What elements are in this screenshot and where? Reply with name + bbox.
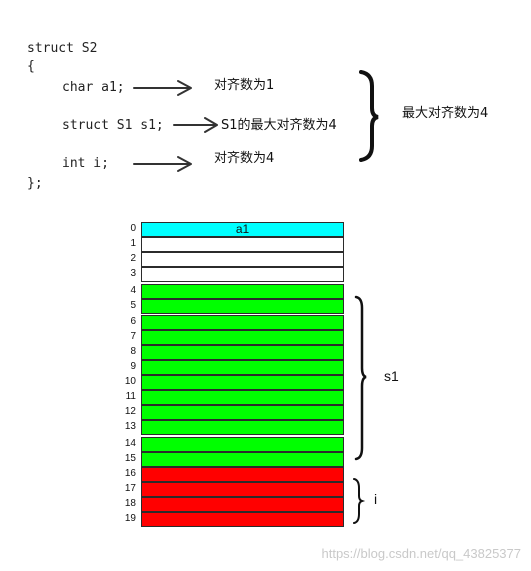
memory-cell-s1 — [141, 375, 344, 390]
memory-cell-s1 — [141, 315, 344, 330]
memory-cell-s1 — [141, 284, 344, 299]
memory-cell-a1: a1 — [141, 222, 344, 237]
code-field-s1: struct S1 s1; — [62, 118, 164, 133]
row-index-label: 0 — [130, 223, 136, 234]
memory-cell-padding — [141, 252, 344, 267]
row-index-label: 11 — [125, 391, 136, 402]
group-label-i: i — [374, 491, 378, 507]
row-index-label: 16 — [124, 468, 136, 479]
arrow-s1-icon — [173, 117, 218, 133]
row-index-label: 12 — [124, 406, 136, 417]
row-index-label: 19 — [124, 513, 136, 524]
row-index-label: 7 — [130, 331, 136, 342]
memory-cell-s1 — [141, 330, 344, 345]
memory-cell-s1 — [141, 452, 344, 467]
row-index-label: 10 — [124, 376, 136, 387]
memory-cell-s1 — [141, 405, 344, 420]
memory-cell-s1 — [141, 360, 344, 375]
memory-cell-i — [141, 482, 344, 497]
row-index-label: 4 — [130, 285, 136, 296]
row-index-label: 17 — [124, 483, 136, 494]
code-field-i: int i; — [62, 156, 109, 171]
note-s1-alignment: S1的最大对齐数为4 — [221, 118, 337, 133]
row-index-label: 3 — [130, 268, 136, 279]
cell-label-a1: a1 — [235, 222, 250, 236]
note-i-alignment: 对齐数为4 — [214, 151, 275, 166]
row-index-label: 5 — [130, 300, 136, 311]
row-index-label: 18 — [124, 498, 136, 509]
arrow-a1-icon — [133, 80, 192, 96]
row-index-label: 14 — [124, 438, 136, 449]
memory-cell-i — [141, 512, 344, 527]
brace-s1-icon — [354, 295, 367, 461]
brace-i-icon — [353, 478, 366, 524]
note-struct-max-alignment: 最大对齐数为4 — [402, 106, 489, 121]
row-index-label: 15 — [124, 453, 136, 464]
memory-cell-s1 — [141, 437, 344, 452]
code-field-a1: char a1; — [62, 80, 125, 95]
brace-struct-icon — [359, 70, 379, 162]
arrow-i-icon — [133, 156, 192, 172]
memory-cell-i — [141, 497, 344, 512]
row-index-label: 8 — [130, 346, 136, 357]
memory-cell-padding — [141, 267, 344, 282]
row-index-label: 13 — [124, 421, 136, 432]
code-open-brace: { — [27, 59, 35, 74]
note-a1-alignment: 对齐数为1 — [214, 78, 275, 93]
memory-cell-i — [141, 467, 344, 482]
memory-cell-s1 — [141, 390, 344, 405]
code-close-brace: }; — [27, 176, 43, 191]
watermark: https://blog.csdn.net/qq_43825377 — [321, 546, 522, 561]
memory-cell-padding — [141, 237, 344, 252]
memory-cell-s1 — [141, 420, 344, 435]
row-index-label: 9 — [130, 361, 136, 372]
row-index-label: 1 — [130, 238, 136, 249]
row-index-label: 6 — [130, 316, 136, 327]
memory-cell-s1 — [141, 299, 344, 314]
memory-cell-s1 — [141, 345, 344, 360]
row-index-label: 2 — [130, 253, 136, 264]
group-label-s1: s1 — [384, 368, 399, 384]
code-struct-header: struct S2 — [27, 41, 98, 56]
